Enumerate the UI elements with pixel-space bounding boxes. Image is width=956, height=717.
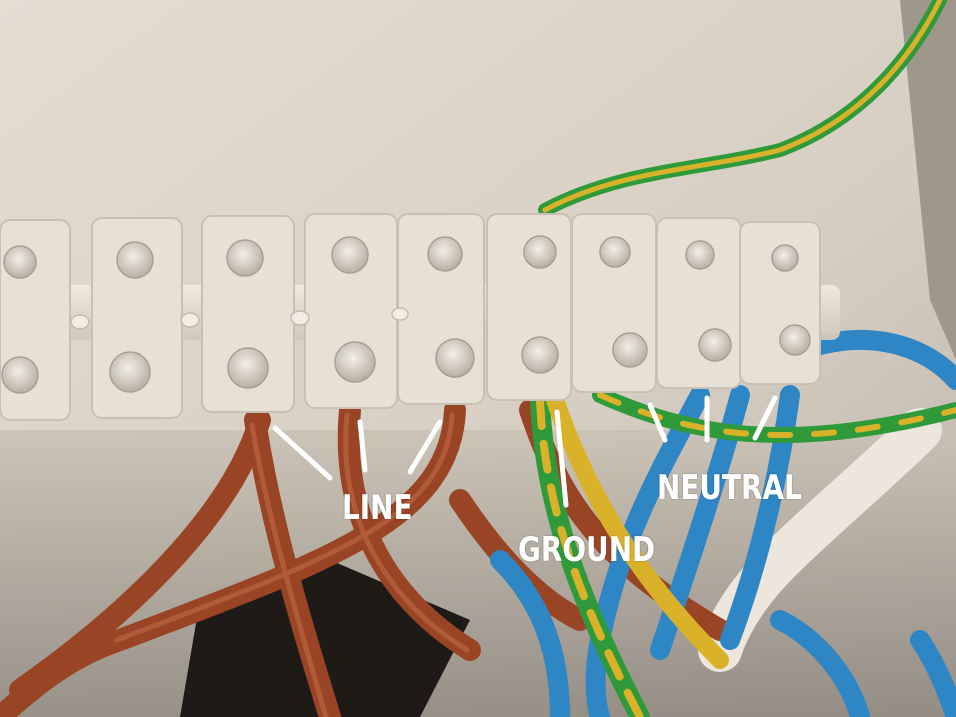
neutral-label: NEUTRAL	[657, 468, 802, 508]
right-shadow	[900, 0, 956, 360]
line-label: LINE	[342, 488, 413, 528]
ground-label: GROUND	[518, 530, 656, 570]
terminal-screws	[1, 235, 811, 394]
blue-wires	[490, 329, 956, 717]
brown-wire-highlights	[114, 412, 470, 717]
annotation-strokes	[272, 395, 778, 508]
strip-holes	[70, 307, 409, 330]
lower-area	[0, 430, 956, 717]
terminal-strip	[0, 213, 840, 421]
